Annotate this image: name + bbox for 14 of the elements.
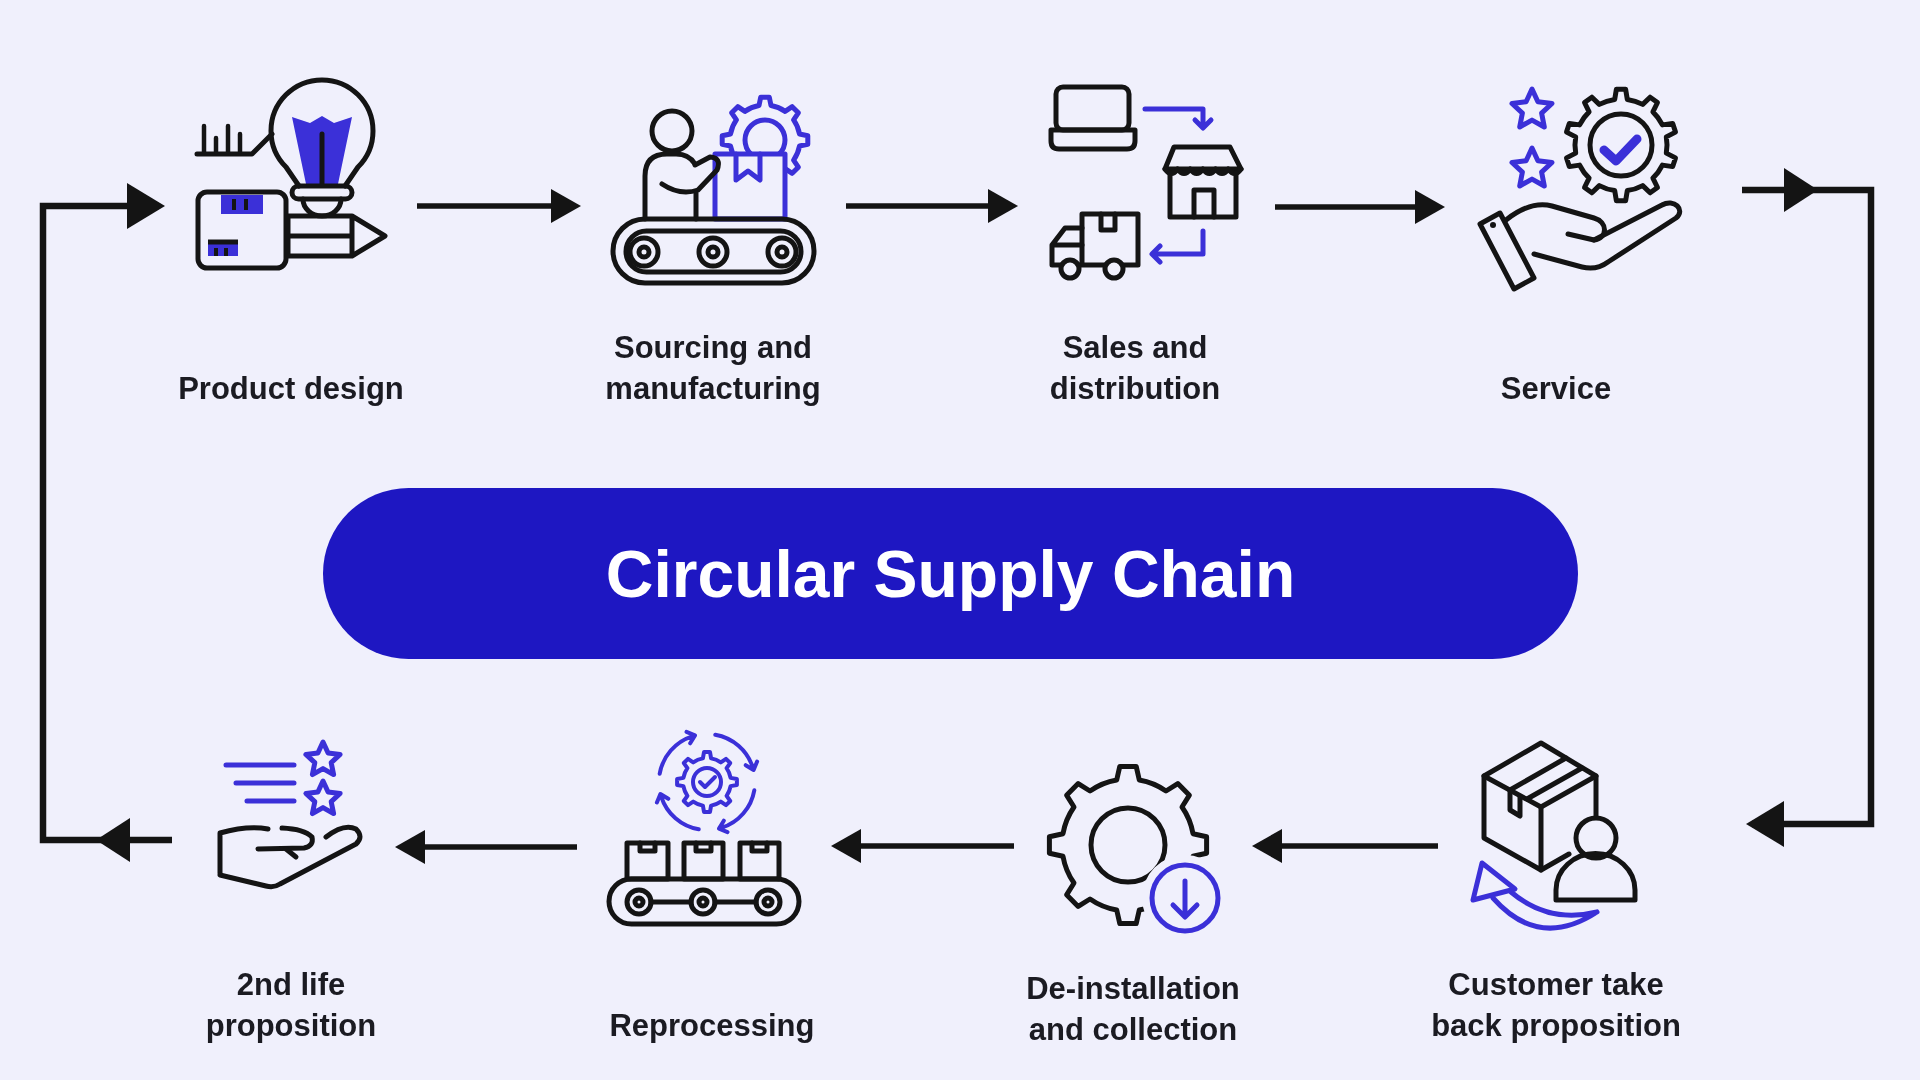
step-label: Customer take back proposition	[1430, 966, 1682, 1045]
step-label: Sourcing and manufacturing	[604, 329, 822, 408]
step-label: Service	[1500, 370, 1612, 408]
arrow	[1275, 190, 1445, 224]
step-label: 2nd life proposition	[204, 966, 378, 1045]
step-label: Sales and distribution	[1048, 329, 1222, 408]
arrow	[395, 830, 577, 864]
step-label: De-installation and collection	[1025, 970, 1241, 1049]
arrow	[831, 829, 1014, 863]
arrow	[1252, 829, 1438, 863]
step-label: Product design	[178, 370, 404, 408]
step-label: Reprocessing	[609, 1007, 815, 1045]
arrow	[846, 189, 1018, 223]
arrow	[417, 189, 581, 223]
